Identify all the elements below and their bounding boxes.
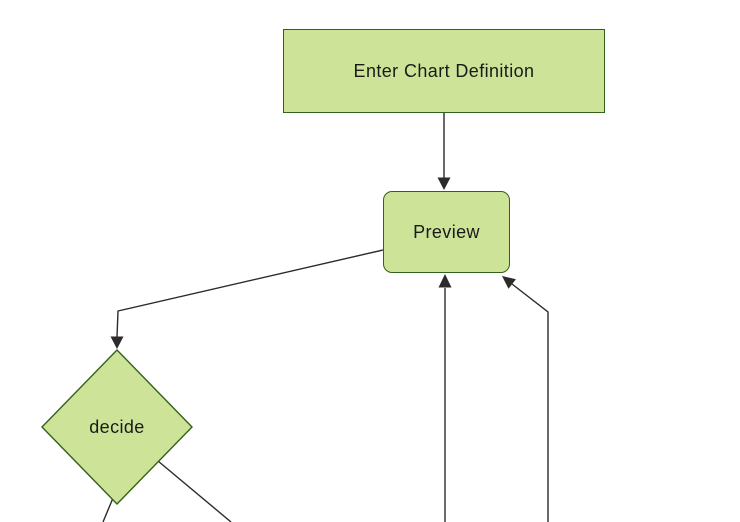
- arrowhead-down-icon: [437, 177, 451, 190]
- edge-bottom-right-to-preview: [502, 276, 549, 522]
- edge-bottom-to-preview: [438, 274, 452, 522]
- arrowhead-up-left-icon: [502, 276, 516, 289]
- arrowhead-down-icon: [110, 336, 124, 349]
- edge-decide-exit-bottom-left: [102, 497, 114, 522]
- edge-preview-to-decide: [110, 249, 384, 349]
- arrowhead-up-icon: [438, 274, 452, 288]
- edge-line: [157, 460, 232, 522]
- node-preview-label: Preview: [413, 222, 480, 242]
- edge-line: [511, 283, 549, 522]
- node-enter-chart-definition: Enter Chart Definition: [283, 29, 605, 113]
- edge-line: [116, 249, 384, 338]
- node-preview: Preview: [383, 191, 510, 273]
- node-enter-chart-definition-label: Enter Chart Definition: [353, 61, 535, 81]
- edge-enter-to-preview: [437, 113, 451, 190]
- edge-line: [102, 497, 114, 522]
- decision-diamond-shape: [41, 348, 193, 506]
- edge-decide-exit-bottom-right: [157, 460, 232, 522]
